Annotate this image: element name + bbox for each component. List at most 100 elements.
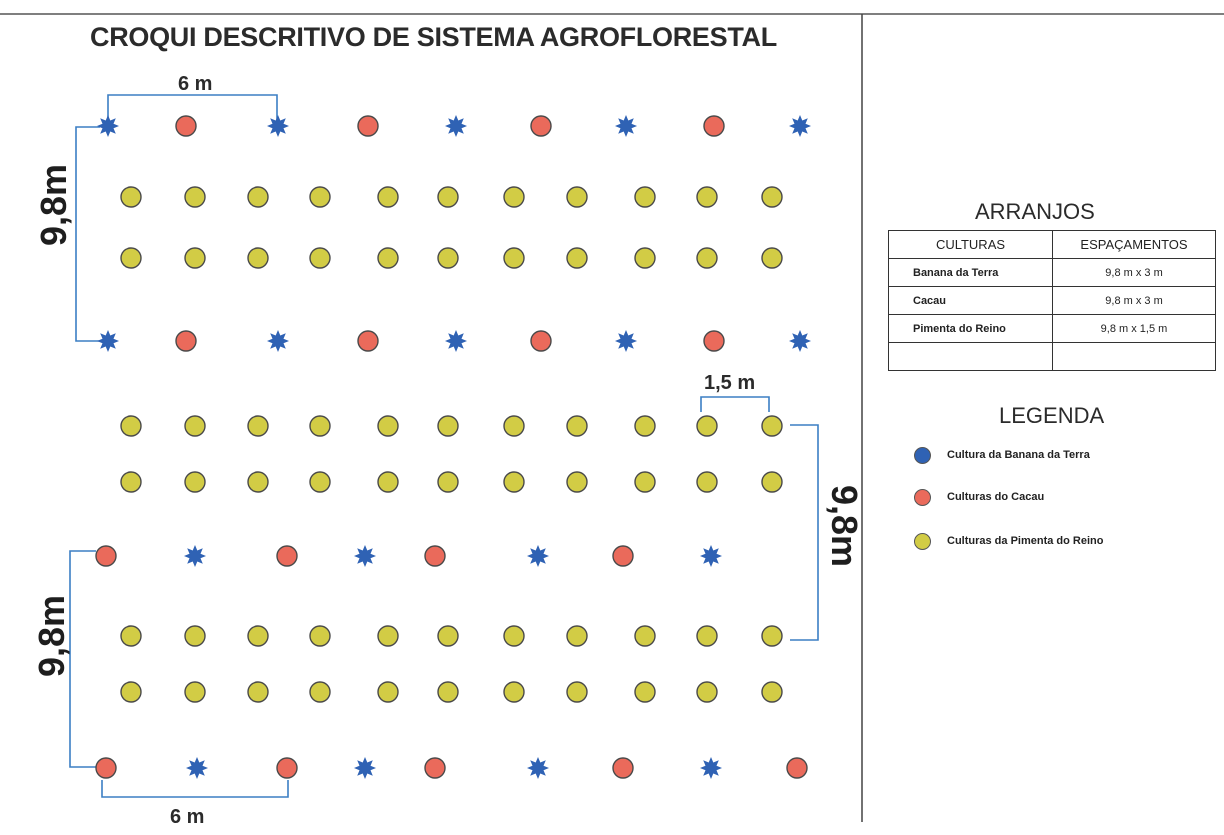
row-cultura: Banana da Terra: [888, 258, 1053, 287]
banana-plant-marker: [789, 115, 811, 137]
banana-plant-marker: [267, 115, 289, 137]
pimenta-plant-marker: [566, 415, 588, 437]
row-espacamento: 9,8 m x 1,5 m: [1052, 314, 1216, 343]
pimenta-plant-marker: [566, 186, 588, 208]
cacau-plant-marker: [530, 115, 552, 137]
diagram-title: CROQUI DESCRITIVO DE SISTEMA AGROFLOREST…: [90, 22, 777, 52]
cacau-plant-marker: [175, 330, 197, 352]
pimenta-plant-marker: [696, 415, 718, 437]
top-width-label: 6 m: [178, 73, 213, 95]
banana-plant-marker: [354, 545, 376, 567]
pimenta-plant-marker: [309, 415, 331, 437]
row-espacamento: [1052, 342, 1216, 371]
pimenta-plant-marker: [120, 186, 142, 208]
cacau-plant-marker: [703, 115, 725, 137]
pimenta-plant-marker: [634, 625, 656, 647]
pimenta-plant-marker: [761, 471, 783, 493]
pimenta-plant-marker: [761, 681, 783, 703]
left-top-height-bracket: [75, 126, 100, 342]
cacau-plant-marker: [424, 757, 446, 779]
pimenta-plant-marker: [761, 625, 783, 647]
spacing-bracket: [700, 396, 770, 412]
pimenta-plant-marker: [309, 625, 331, 647]
cacau-plant-marker: [786, 757, 808, 779]
legend-item-cacau: Culturas do Cacau: [914, 486, 1044, 508]
pimenta-plant-marker: [503, 415, 525, 437]
pimenta-plant-marker: [437, 415, 459, 437]
cacau-plant-marker: [95, 757, 117, 779]
pimenta-plant-marker: [566, 625, 588, 647]
legend-label: Culturas do Cacau: [947, 491, 1045, 503]
pimenta-plant-marker: [120, 471, 142, 493]
pimenta-plant-marker: [377, 681, 399, 703]
spacing-label: 1,5 m: [704, 372, 756, 394]
pimenta-plant-marker: [247, 681, 269, 703]
banana-plant-marker: [445, 115, 467, 137]
banana-plant-marker: [184, 545, 206, 567]
pimenta-plant-marker: [184, 247, 206, 269]
top-width-bracket: [107, 94, 278, 121]
pimenta-plant-marker: [566, 681, 588, 703]
banana-plant-marker: [97, 330, 119, 352]
pimenta-plant-marker: [309, 247, 331, 269]
pimenta-plant-marker: [437, 681, 459, 703]
pimenta-plant-marker: [377, 186, 399, 208]
banana-plant-marker: [267, 330, 289, 352]
pimenta-plant-marker: [309, 471, 331, 493]
left-bottom-height-bracket: [69, 550, 96, 768]
pimenta-plant-marker: [120, 415, 142, 437]
right-height-bracket: [790, 424, 819, 641]
pimenta-plant-marker: [377, 415, 399, 437]
table-header-row: CULTURAS ESPAÇAMENTOS: [888, 230, 1216, 259]
banana-plant-marker: [527, 757, 549, 779]
pimenta-plant-marker: [761, 186, 783, 208]
banana-plant-marker: [615, 330, 637, 352]
legend-label: Cultura da Banana da Terra: [947, 449, 1090, 461]
right-height-label: 9,8m: [824, 485, 865, 568]
pimenta-plant-marker: [503, 247, 525, 269]
pimenta-plant-marker: [503, 625, 525, 647]
banana-plant-marker: [527, 545, 549, 567]
cacau-plant-marker: [357, 115, 379, 137]
pimenta-plant-marker: [377, 247, 399, 269]
pimenta-plant-marker: [696, 625, 718, 647]
pimenta-plant-marker: [120, 247, 142, 269]
pimenta-plant-marker: [184, 681, 206, 703]
pimenta-plant-marker: [184, 415, 206, 437]
pimenta-plant-marker: [696, 247, 718, 269]
bottom-width-bracket: [101, 780, 289, 798]
banana-plant-marker: [186, 757, 208, 779]
banana-plant-marker: [615, 115, 637, 137]
pimenta-plant-marker: [634, 415, 656, 437]
pimenta-plant-marker: [634, 186, 656, 208]
legenda-title: LEGENDA: [999, 403, 1105, 428]
pimenta-plant-marker: [696, 471, 718, 493]
cacau-plant-marker: [357, 330, 379, 352]
pimenta-plant-marker: [634, 247, 656, 269]
banana-plant-marker: [354, 757, 376, 779]
pimenta-plant-marker: [437, 625, 459, 647]
red-circle-icon: [914, 488, 931, 506]
cacau-plant-marker: [95, 545, 117, 567]
arranjos-title: ARRANJOS: [975, 199, 1095, 224]
cacau-plant-marker: [424, 545, 446, 567]
pimenta-plant-marker: [247, 415, 269, 437]
pimenta-plant-marker: [696, 186, 718, 208]
pimenta-plant-marker: [247, 186, 269, 208]
cacau-plant-marker: [530, 330, 552, 352]
pimenta-plant-marker: [184, 625, 206, 647]
frame-lines: [0, 13, 1224, 822]
banana-plant-marker: [700, 545, 722, 567]
row-espacamento: 9,8 m x 3 m: [1052, 258, 1216, 287]
dimension-lines: [69, 94, 819, 798]
pimenta-plant-marker: [120, 681, 142, 703]
pimenta-plant-marker: [503, 471, 525, 493]
pimenta-plant-marker: [437, 247, 459, 269]
pimenta-plant-marker: [120, 625, 142, 647]
cacau-plant-marker: [276, 545, 298, 567]
row-cultura: Cacau: [888, 286, 1053, 315]
pimenta-plant-marker: [566, 471, 588, 493]
row-espacamento: 9,8 m x 3 m: [1052, 286, 1216, 315]
banana-plant-marker: [789, 330, 811, 352]
